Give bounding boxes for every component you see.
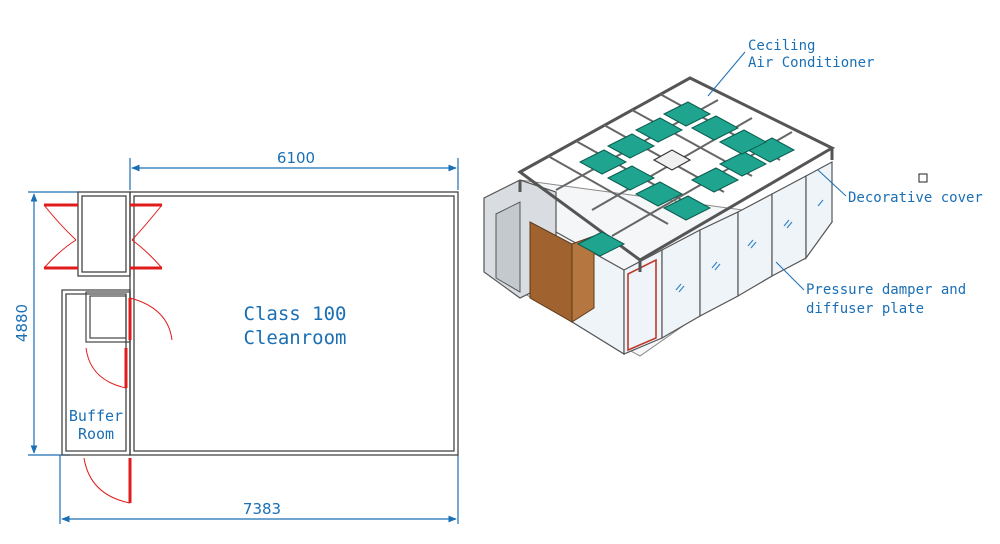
callout-decorative-cover-text: Decorative cover (848, 190, 983, 206)
callout-decorative-cover: Decorative cover (817, 169, 983, 206)
buffer-room-label-line2: Room (78, 425, 114, 443)
dimension-top-label: 6100 (277, 149, 315, 167)
buffer-room-label-line1: Buffer (69, 407, 123, 425)
iso-wood-door-right (571, 235, 595, 323)
callout-pressure-line1: Pressure damper and (806, 282, 966, 298)
buffer-door-swings (83, 297, 173, 504)
small-marker-square (918, 173, 928, 183)
airlock-door-swings (43, 204, 163, 269)
callout-pressure-damper: Pressure damper and diffuser plate (775, 261, 966, 317)
isometric-model: Ceciling Air Conditioner Decorative cove… (483, 38, 983, 357)
dimension-bottom-label: 7383 (243, 500, 281, 518)
cleanroom-label-line1: Class 100 (244, 303, 347, 325)
cleanroom-label-line2: Cleanroom (244, 327, 347, 349)
iso-ceiling-ac-opening (652, 149, 692, 171)
dimension-bottom-line (59, 455, 459, 524)
callout-ceiling-ac-line1: Ceciling (748, 38, 815, 54)
dimension-left-label: 4880 (13, 304, 31, 342)
iso-fan-filter-units (576, 101, 796, 257)
iso-ceiling-frame (517, 76, 836, 272)
buffer-doors (124, 298, 132, 503)
callout-ceiling-ac-line2: Air Conditioner (748, 55, 874, 71)
airlock-walls (77, 191, 131, 277)
floor-plan: 6100 7383 4880 Class 100 Cleanroom (13, 149, 459, 524)
callout-pressure-line2: diffuser plate (806, 301, 924, 317)
iso-red-door-frame (627, 258, 657, 352)
callout-ceiling-ac: Ceciling Air Conditioner (707, 38, 874, 97)
buffer-room-walls (61, 289, 131, 456)
pass-box (85, 291, 131, 343)
airlock-doors (44, 203, 162, 270)
dimension-top-line (129, 158, 459, 190)
iso-buffer-room-front (495, 201, 521, 293)
